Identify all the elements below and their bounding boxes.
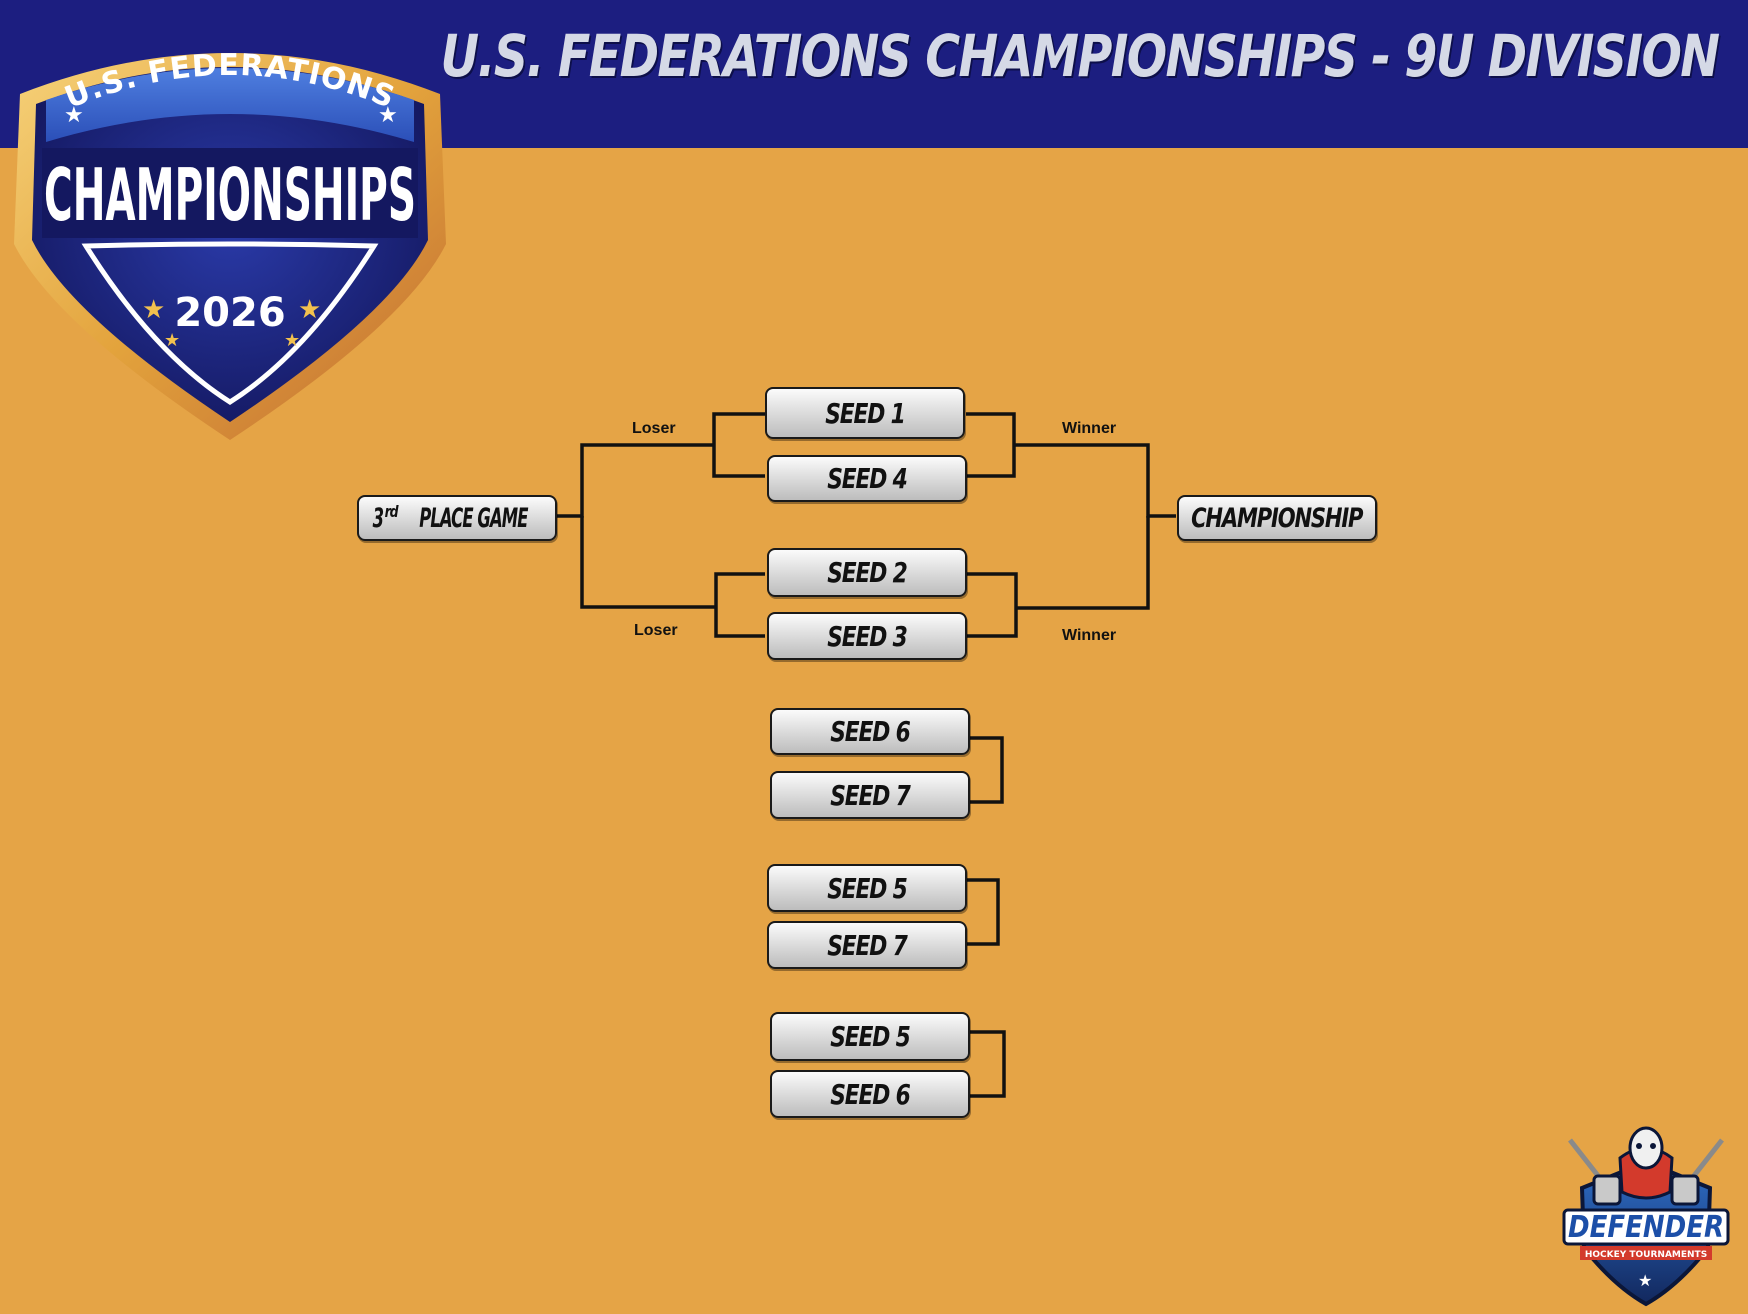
third-place-label: PLACE GAME [419,503,528,534]
star-icon: ★ [1638,1271,1652,1290]
star-icon: ★ [64,103,84,128]
seed-slot: SEED 6 [770,708,970,755]
star-icon: ★ [284,330,300,351]
svg-text:2026: 2026 [174,290,285,336]
winner-label: Winner [1062,627,1117,644]
seed-slot: SEED 2 [767,548,967,597]
star-icon: ★ [164,330,180,351]
winner-label: Winner [1062,420,1117,437]
seed-label: SEED 6 [830,1077,911,1111]
seed-slot: SEED 3 [767,612,967,660]
seed-slot: SEED 5 [770,1012,970,1061]
championships-logo: U.S. FEDERATIONS ★ ★ CHAMPIONSHIPS 2026 … [14,48,446,440]
seed-slot: SEED 7 [767,921,967,969]
seed-label: SEED 3 [827,619,908,653]
third-place-number: 3 [372,503,384,534]
seed-slot: SEED 7 [770,771,970,819]
seed-slot: SEED 1 [765,387,965,439]
loser-label: Loser [632,420,676,437]
seed-label: SEED 4 [827,462,908,495]
star-icon: ★ [378,103,398,128]
seed-label: SEED 5 [827,871,908,905]
star-icon: ★ [298,295,321,325]
seed-label: SEED 1 [825,396,906,430]
championship-label: CHAMPIONSHIP [1191,502,1363,534]
seed-label: SEED 5 [830,1020,911,1053]
svg-text:DEFENDER: DEFENDER [1568,1210,1724,1245]
seed-slot: SEED 5 [767,864,967,912]
svg-text:HOCKEY TOURNAMENTS: HOCKEY TOURNAMENTS [1585,1250,1707,1260]
seed-slot: SEED 4 [767,455,967,502]
championship-slot: CHAMPIONSHIP [1177,495,1377,541]
seed-slot: SEED 6 [770,1070,970,1118]
loser-label: Loser [634,622,678,639]
third-place-game-slot: 3rd PLACE GAME [357,495,557,541]
seed-label: SEED 7 [827,928,908,962]
star-icon: ★ [142,295,165,325]
seed-label: SEED 6 [830,715,911,748]
svg-text:CHAMPIONSHIPS: CHAMPIONSHIPS [44,153,416,237]
seed-label: SEED 2 [827,556,908,589]
page-title: U.S. FEDERATIONS CHAMPIONSHIPS - 9U DIVI… [440,22,1720,90]
ordinal-suffix: rd [384,502,399,521]
seed-label: SEED 7 [830,778,911,812]
defender-logo: DEFENDER HOCKEY TOURNAMENTS ★ [1562,1126,1730,1307]
